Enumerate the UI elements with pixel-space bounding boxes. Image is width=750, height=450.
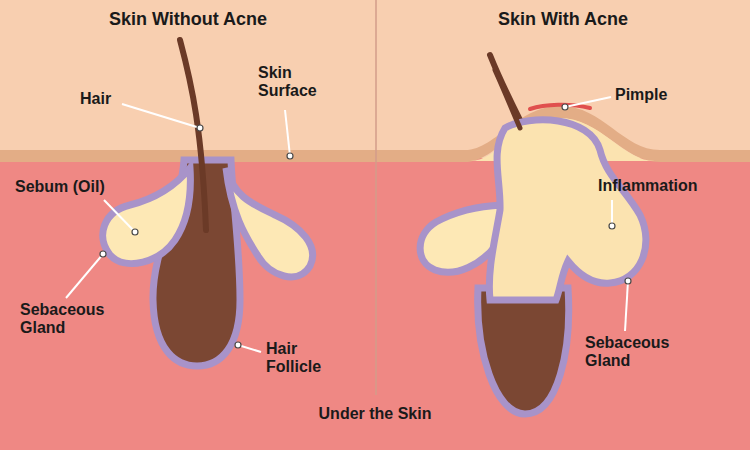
leader-line [625,281,628,331]
leader-line [285,110,290,156]
inflamed-mass [489,120,646,300]
leader-dot [132,229,138,235]
hair-follicle [478,288,569,414]
leader-dots [100,104,631,348]
skin-panel: Skin With Acne [376,0,750,450]
leader-dot [197,125,203,131]
sebaceous-gland [103,168,191,264]
part-label: Skin Surface [258,64,330,101]
sebaceous-gland [226,168,313,277]
part-label: Sebaceous Gland [585,334,680,371]
part-label: Hair [80,90,111,108]
leader-line [565,97,611,107]
pimple-tip [530,105,590,109]
leader-line [104,200,135,232]
hair-shaft [495,70,520,128]
leader-line [122,104,200,128]
leader-dot [609,223,615,229]
part-label: Hair Follicle [266,340,336,377]
leader-dot [235,342,241,348]
panel-heading: Skin Without Acne [0,9,376,30]
leader-line [238,345,261,352]
part-label: Under the Skin [319,405,432,423]
leader-line [611,200,613,226]
leader-lines [66,97,628,352]
part-label: Pimple [615,86,667,104]
panel-divider [375,0,377,395]
leader-line [66,254,103,298]
leader-dot [625,278,631,284]
leader-dot [287,153,293,159]
panel-heading: Skin With Acne [376,9,750,30]
part-label: Sebum (Oil) [15,178,105,196]
skin-ground [0,0,750,160]
dermis-ground [0,158,750,450]
part-label: Sebaceous Gland [20,301,115,338]
skin-panel: Skin Without Acne [0,0,376,450]
leader-dot [562,104,568,110]
part-label: Inflammation [598,177,698,195]
leader-dot [100,251,106,257]
